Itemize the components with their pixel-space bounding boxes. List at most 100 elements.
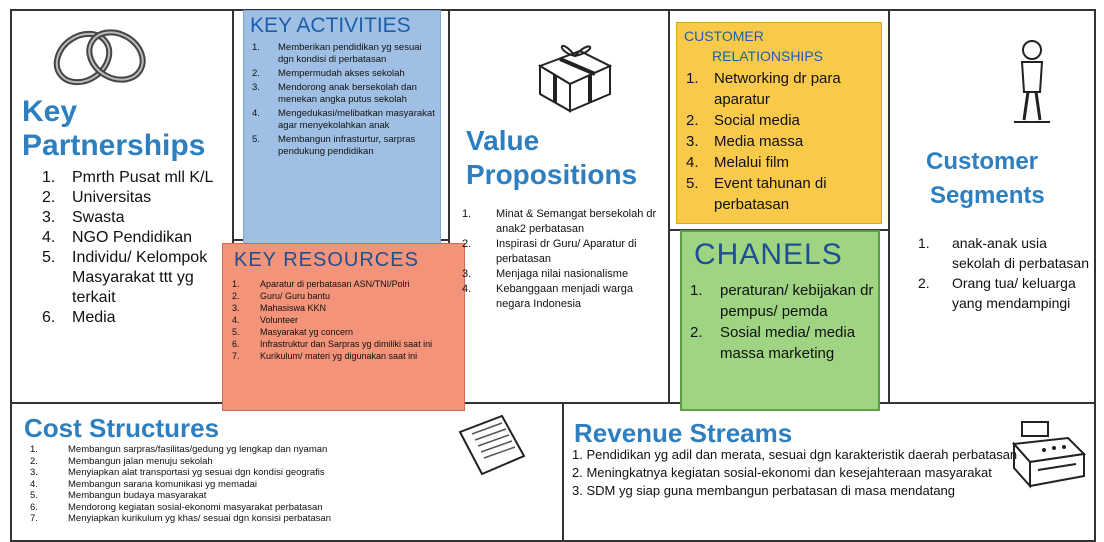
cost-structures-list: 1. Membangun sarpras/fasilitas/gedung yg …: [30, 444, 450, 525]
value-propositions-title: Value Propositions: [466, 124, 637, 192]
item-text: Mendorong kegiatan sosial-ekonomi masyar…: [68, 501, 323, 513]
key-partnerships-cell: [10, 9, 234, 404]
item-text: Aparatur di perbatasan ASN/TNI/Polri: [260, 279, 410, 289]
item-text: anak-anak usia sekolah di perbatasan: [952, 235, 1089, 271]
list-item: 4.Kebanggaan menjadi warga negara Indone…: [462, 282, 667, 312]
channels-panel: [680, 230, 880, 411]
customer-relationships-title-line1: CUSTOMER: [684, 28, 764, 44]
list-item: 3.Mahasiswa KKN: [232, 303, 460, 314]
item-number: 6.: [232, 339, 240, 349]
item-text: Individu/ Kelompok Masyarakat ttt yg ter…: [72, 249, 208, 306]
item-number: 5.: [42, 249, 56, 266]
list-item: 1. Networking dr para aparatur: [686, 68, 876, 110]
list-item: 2.Inspirasi dr Guru/ Aparatur di perbata…: [462, 237, 667, 267]
item-number: 2.: [30, 455, 38, 467]
item-text: Membangun infrasturtur, sarpras pendukun…: [278, 134, 416, 157]
item-number: 3.: [686, 133, 699, 150]
item-text: Swasta: [72, 209, 125, 226]
list-item: 3.Menjaga nilai nasionalisme: [462, 267, 667, 282]
list-item: 1. Membangun sarpras/fasilitas/gedung yg …: [30, 444, 450, 456]
list-item: 4. Melalui film: [686, 152, 876, 173]
key-activities-list: 1. Memberikan pendidikan yg sesuai dgn ko…: [252, 42, 437, 160]
chain-links-icon: [38, 16, 158, 96]
item-number: 1.: [232, 279, 240, 289]
customer-relationships-title-line2: RELATIONSHIPS: [712, 48, 823, 64]
item-text: Universitas: [72, 189, 152, 206]
key-partnerships-list: 1. Pmrth Pusat mll K/L 2.Universitas 3. Sw…: [42, 168, 232, 328]
item-number: 6.: [42, 309, 56, 326]
item-text: Membangun budaya masyarakat: [68, 490, 207, 501]
customer-relationships-title: CUSTOMER RELATIONSHIPS: [684, 26, 874, 66]
list-item: 5.Event tahunan di perbatasan: [686, 173, 876, 215]
list-item: 7. Kurikulum/ materi yg digunakan saat in…: [232, 351, 460, 362]
item-text: Networking dr para aparatur: [714, 70, 841, 108]
item-number: 2.: [690, 324, 703, 341]
list-item: 2. Sosial media/ media massa marketing: [690, 322, 876, 364]
item-number: 2.: [462, 238, 472, 250]
list-item: 2.Mempermudah akses sekolah: [252, 68, 437, 80]
item-number: 5.: [232, 327, 240, 337]
list-item: 7.Menyiapkan kurikulum yg khas/ sesuai d…: [30, 513, 450, 525]
key-partnerships-title-line2: Partnerships: [22, 129, 206, 162]
item-number: 6.: [30, 501, 38, 513]
item-number: 4.: [686, 154, 699, 171]
list-item: 3.Media massa: [686, 131, 876, 152]
item-text: Orang tua/ keluarga yang mendampingi: [952, 275, 1076, 311]
item-text: Mendorong anak bersekolah dan menekan an…: [278, 82, 417, 105]
item-text: Mahasiswa KKN: [260, 303, 327, 313]
item-text: Mempermudah akses sekolah: [278, 68, 405, 79]
list-item: 3. Swasta: [42, 208, 232, 228]
item-text: Membangun sarpras/fasilitas/gedung yg le…: [68, 444, 328, 455]
receipt-icon: [452, 410, 532, 480]
list-item: 1.anak-anak usia sekolah di perbatasan: [918, 233, 1098, 273]
item-number: 1.: [252, 42, 260, 53]
value-propositions-list: 1.Minat & Semangat bersekolah dr anak2 p…: [462, 207, 667, 312]
item-text: Masyarakat yg concern: [260, 327, 354, 337]
customer-relationships-list: 1. Networking dr para aparatur 2. Social m…: [686, 68, 876, 215]
customer-segments-title-line1: Customer: [926, 148, 1039, 175]
list-item: 5. Individu/ Kelompok Masyarakat ttt yg t…: [42, 248, 232, 308]
list-item: 1. Aparatur di perbatasan ASN/TNI/Polri: [232, 279, 460, 290]
list-item: 2.Orang tua/ keluarga yang mendampingi: [918, 273, 1098, 313]
item-number: 2.: [686, 112, 699, 129]
item-number: 4.: [462, 283, 472, 295]
item-number: 3.: [252, 82, 260, 93]
item-text: Event tahunan di perbatasan: [714, 175, 827, 213]
item-number: 3.: [42, 209, 56, 226]
item-text: Kurikulum/ materi yg digunakan saat ini: [260, 351, 418, 361]
item-number: 7.: [232, 351, 240, 361]
item-text: Social media: [714, 112, 800, 129]
item-number: 1.: [686, 70, 699, 87]
item-text: Mengedukasi/melibatkan masyarakat agar m…: [278, 108, 435, 131]
channels-title: CHANELS: [694, 238, 843, 271]
list-item: 2.Universitas: [42, 188, 232, 208]
item-text: Memberikan pendidikan yg sesuai dgn kond…: [278, 42, 422, 65]
item-number: 4.: [252, 108, 260, 119]
list-item: 1. Memberikan pendidikan yg sesuai dgn ko…: [252, 42, 437, 66]
item-number: 4.: [30, 478, 38, 490]
item-text: Volunteer: [260, 315, 299, 325]
list-item: 5. Masyarakat yg concern: [232, 327, 460, 338]
item-number: 5.: [30, 490, 38, 501]
key-partnerships-title-line1: Key: [22, 95, 78, 128]
item-text: Melalui film: [714, 154, 790, 171]
item-text: Sosial media/ media massa marketing: [720, 324, 856, 362]
gift-box-icon: [530, 26, 620, 116]
item-text: Minat & Semangat bersekolah dr anak2 per…: [496, 208, 657, 235]
item-text: Media: [72, 309, 116, 326]
item-text: NGO Pendidikan: [72, 229, 193, 246]
item-number: 4.: [42, 229, 56, 246]
item-number: 3.: [462, 268, 472, 280]
item-number: 3.: [30, 467, 38, 478]
item-text: Pmrth Pusat mll K/L: [72, 169, 214, 186]
list-item: 4. Mengedukasi/melibatkan masyarakat agar…: [252, 108, 437, 132]
customer-segments-title-line2: Segments: [930, 182, 1045, 209]
item-text: peraturan/ kebijakan dr pempus/ pemda: [720, 282, 874, 320]
list-item: 1. Pendidikan yg adil dan merata, sesuai…: [572, 447, 1018, 462]
item-number: 1.: [42, 169, 56, 186]
revenue-streams-title: Revenue Streams: [574, 418, 793, 448]
key-resources-title: KEY RESOURCES: [234, 249, 419, 271]
list-item: 4. NGO Pendidikan: [42, 228, 232, 248]
item-number: 1.: [30, 444, 38, 455]
list-item: 3.Menyiapkan alat transportasi yg sesuai…: [30, 467, 450, 479]
